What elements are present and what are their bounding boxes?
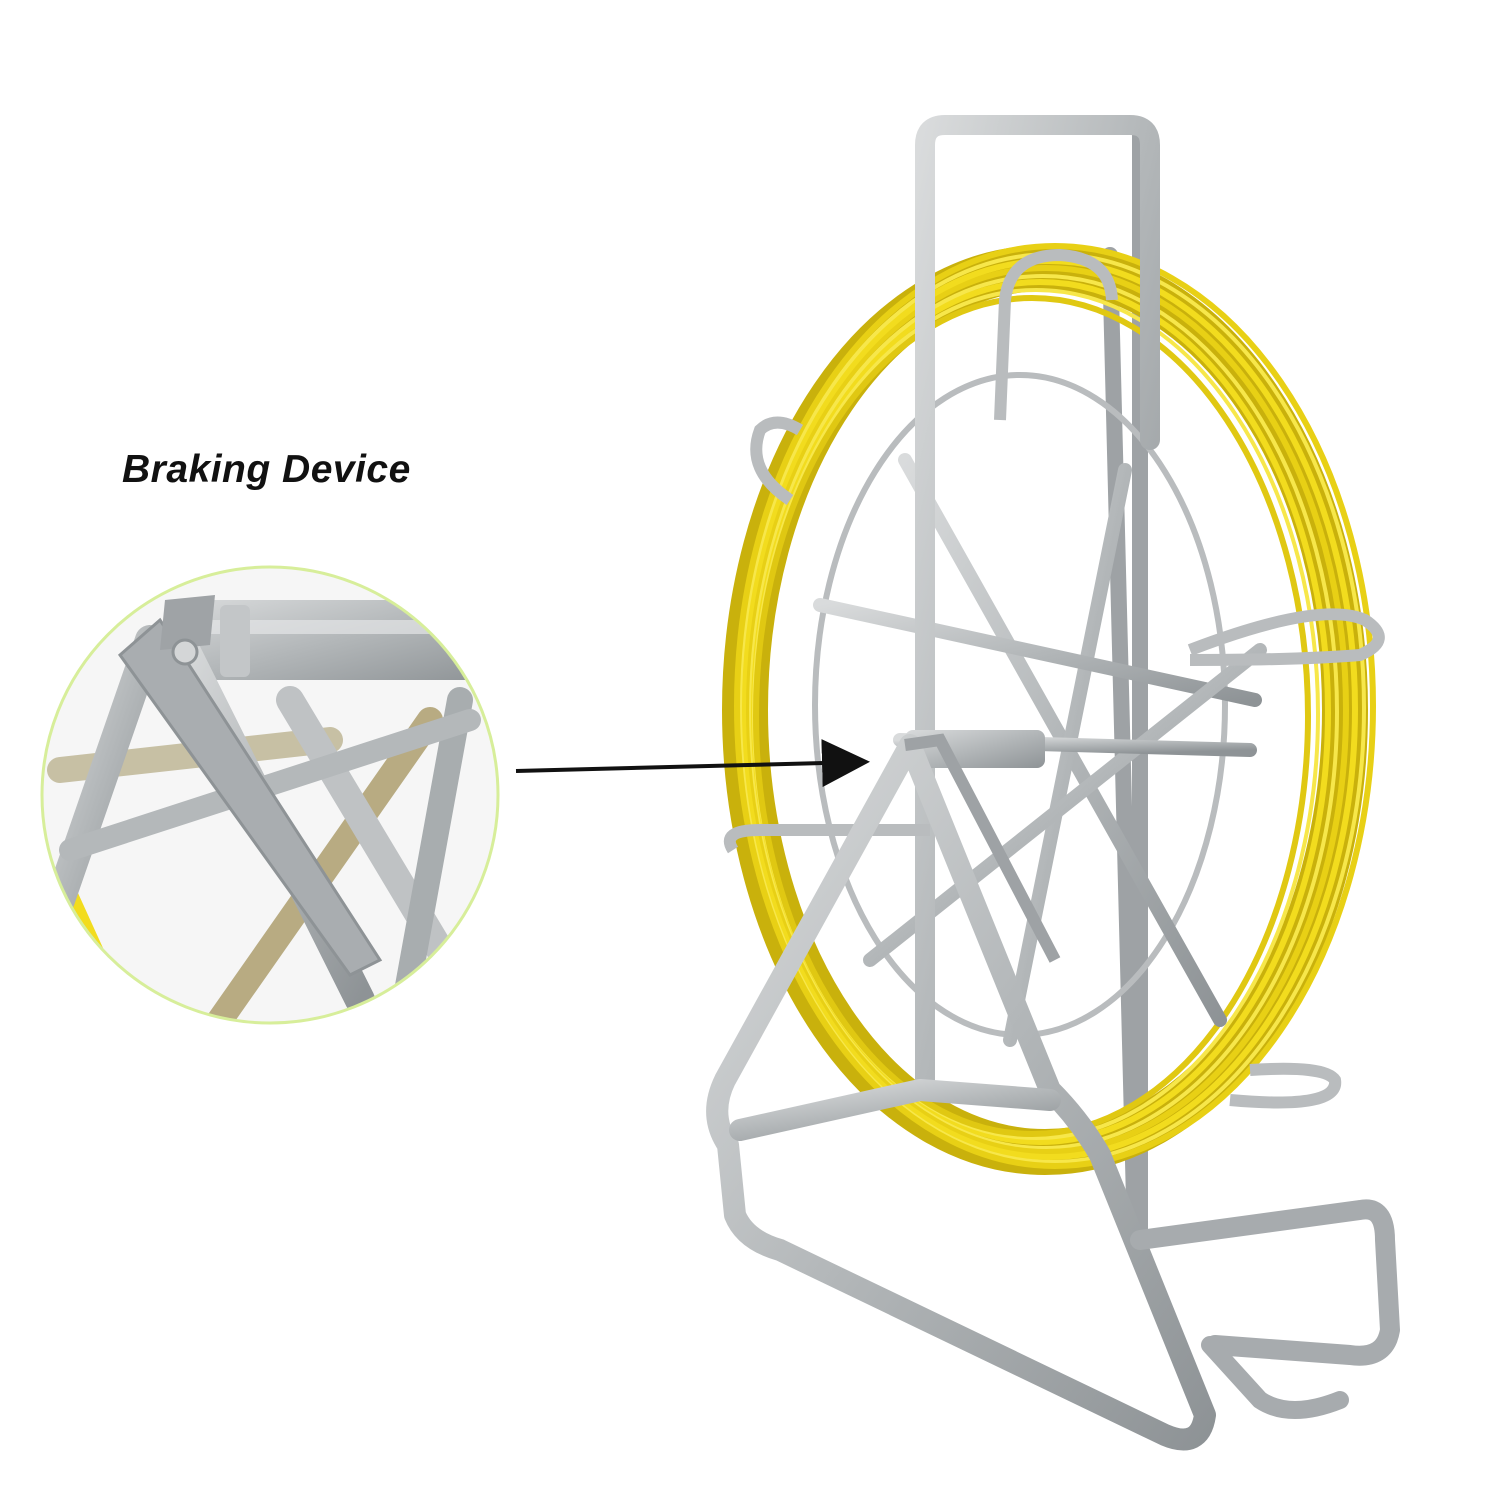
braking-device-zoom — [40, 565, 500, 1025]
braking-device-label: Braking Device — [122, 448, 411, 491]
reel-assembly — [706, 115, 1400, 1451]
carry-handle — [915, 115, 1160, 1100]
reel-spokes — [813, 453, 1267, 1047]
fiberglass-rod-coil — [722, 243, 1376, 1175]
inner-guide-ring — [812, 372, 1228, 1038]
zoom-ring — [40, 565, 500, 1025]
callout-arrow — [515, 739, 870, 788]
a-frame-stand — [706, 734, 1216, 1451]
